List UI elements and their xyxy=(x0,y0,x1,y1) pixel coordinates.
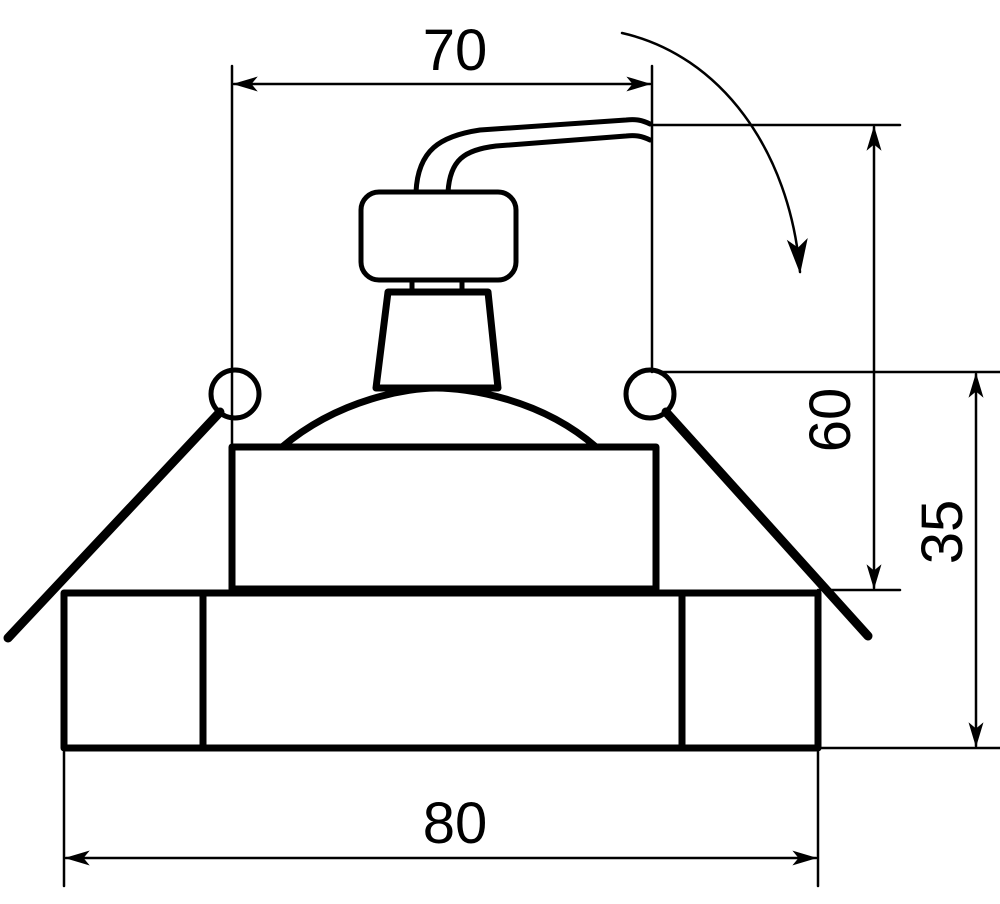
lamp-neck xyxy=(372,288,502,392)
lamp-connector xyxy=(358,189,519,283)
dimension-lines xyxy=(64,76,984,866)
extension-lines xyxy=(62,64,1000,888)
bottom-flange xyxy=(60,589,822,752)
clip-pivot-right-icon xyxy=(623,367,677,421)
spring-clip-right xyxy=(623,367,873,641)
clip-pivot-left-icon xyxy=(208,367,262,421)
rotation-arrow-icon xyxy=(620,31,808,274)
top-width-label: 70 xyxy=(423,18,488,83)
supply-cable xyxy=(413,117,653,195)
upper-body xyxy=(228,443,660,593)
bottom-width-label: 80 xyxy=(423,791,488,856)
lamp-reflector xyxy=(278,384,600,451)
spring-clip-left xyxy=(3,367,262,643)
total-height-label: 60 xyxy=(798,388,863,453)
body-height-label: 35 xyxy=(910,500,975,565)
